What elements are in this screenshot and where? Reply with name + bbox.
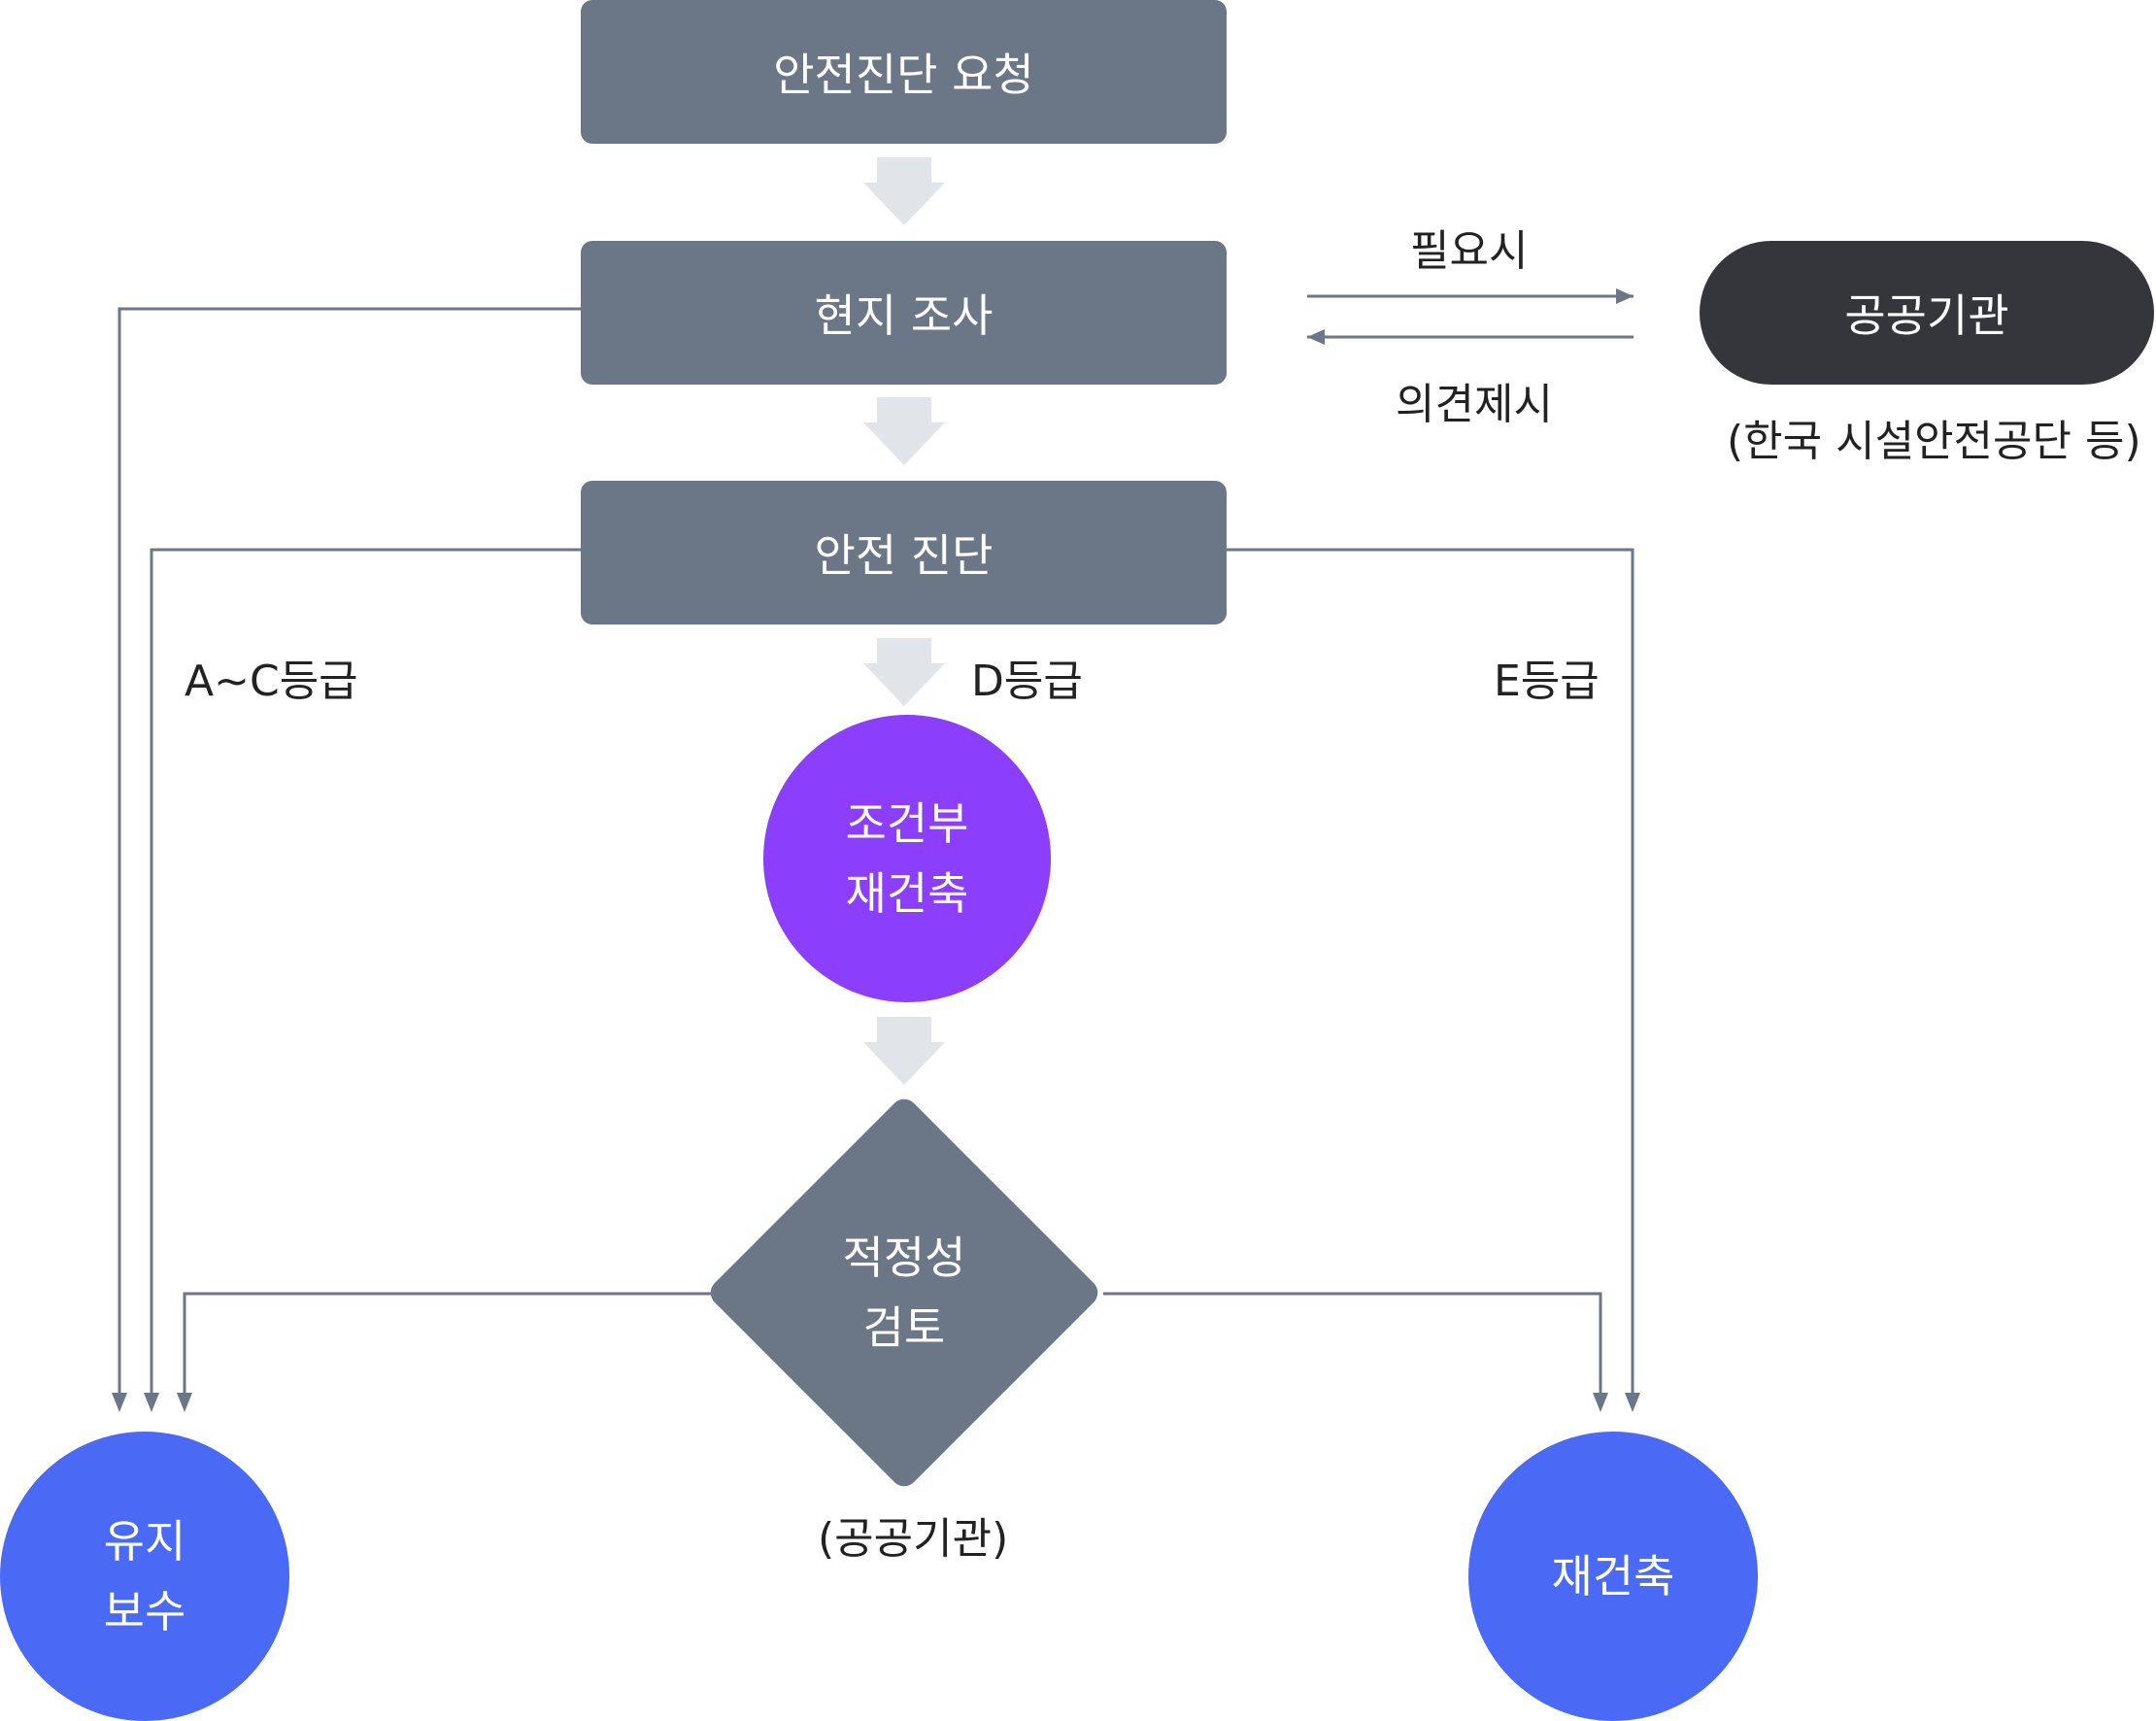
conditional-line2: 재건축 bbox=[845, 867, 969, 920]
conditional-line1: 조건부 bbox=[845, 797, 969, 850]
connector-survey-to-maintain bbox=[118, 307, 581, 1399]
flow-arrow-request-to-survey bbox=[863, 157, 945, 225]
review-diamond bbox=[710, 1098, 1098, 1487]
label-opinion: 의견제시 bbox=[1396, 380, 1553, 429]
request-box: 안전진단 요청 bbox=[581, 0, 1227, 144]
maintain-circle: 유지 보수 bbox=[0, 1432, 289, 1721]
arrowhead-survey-to-maintain bbox=[112, 1393, 127, 1412]
diagnosis-box: 안전 진단 bbox=[581, 481, 1227, 624]
rebuild-circle: 재건축 bbox=[1468, 1432, 1758, 1721]
survey-label: 현지 조사 bbox=[814, 289, 994, 342]
arrowhead-grade-ac bbox=[144, 1393, 159, 1412]
conditional-rebuild-circle: 조건부 재건축 bbox=[763, 715, 1051, 1002]
connector-review-to-rebuild bbox=[1103, 1292, 1602, 1399]
public-agency-pill: 공공기관 bbox=[1700, 241, 2154, 385]
flow-arrow-conditional-to-review bbox=[863, 1017, 945, 1085]
label-grade-ac: A~C등급 bbox=[185, 657, 358, 706]
review-text: 적정성 검토 bbox=[763, 1152, 1045, 1434]
rebuild-label: 재건축 bbox=[1551, 1550, 1675, 1603]
connector-grade-ac bbox=[150, 548, 581, 1399]
maintain-line1: 유지 bbox=[103, 1515, 186, 1568]
flow-arrow-diagnosis-to-conditional bbox=[863, 638, 945, 706]
arrowhead-grade-e bbox=[1625, 1393, 1640, 1412]
arrowhead-if-needed bbox=[1616, 288, 1634, 304]
diagnosis-label: 안전 진단 bbox=[814, 529, 994, 582]
public-agency-note: (한국 시설안전공단 등) bbox=[1727, 417, 2141, 466]
maintain-line2: 보수 bbox=[103, 1585, 186, 1637]
public-agency-label: 공공기관 bbox=[1844, 289, 2009, 342]
label-grade-e: E등급 bbox=[1494, 657, 1600, 706]
arrowhead-opinion bbox=[1307, 329, 1325, 345]
survey-box: 현지 조사 bbox=[581, 241, 1227, 385]
connector-review-to-maintain bbox=[183, 1292, 711, 1399]
review-line2: 검토 bbox=[862, 1301, 946, 1354]
arrowhead-review-to-rebuild bbox=[1593, 1393, 1608, 1412]
review-line1: 적정성 bbox=[842, 1232, 966, 1284]
label-if-needed: 필요시 bbox=[1410, 226, 1529, 276]
review-note: (공공기관) bbox=[818, 1514, 1009, 1564]
label-grade-d: D등급 bbox=[971, 657, 1083, 706]
request-label: 안전진단 요청 bbox=[773, 49, 1034, 101]
flow-arrow-survey-to-diagnosis bbox=[863, 397, 945, 465]
arrowhead-review-to-maintain bbox=[177, 1393, 192, 1412]
connector-grade-e bbox=[1227, 548, 1634, 1399]
